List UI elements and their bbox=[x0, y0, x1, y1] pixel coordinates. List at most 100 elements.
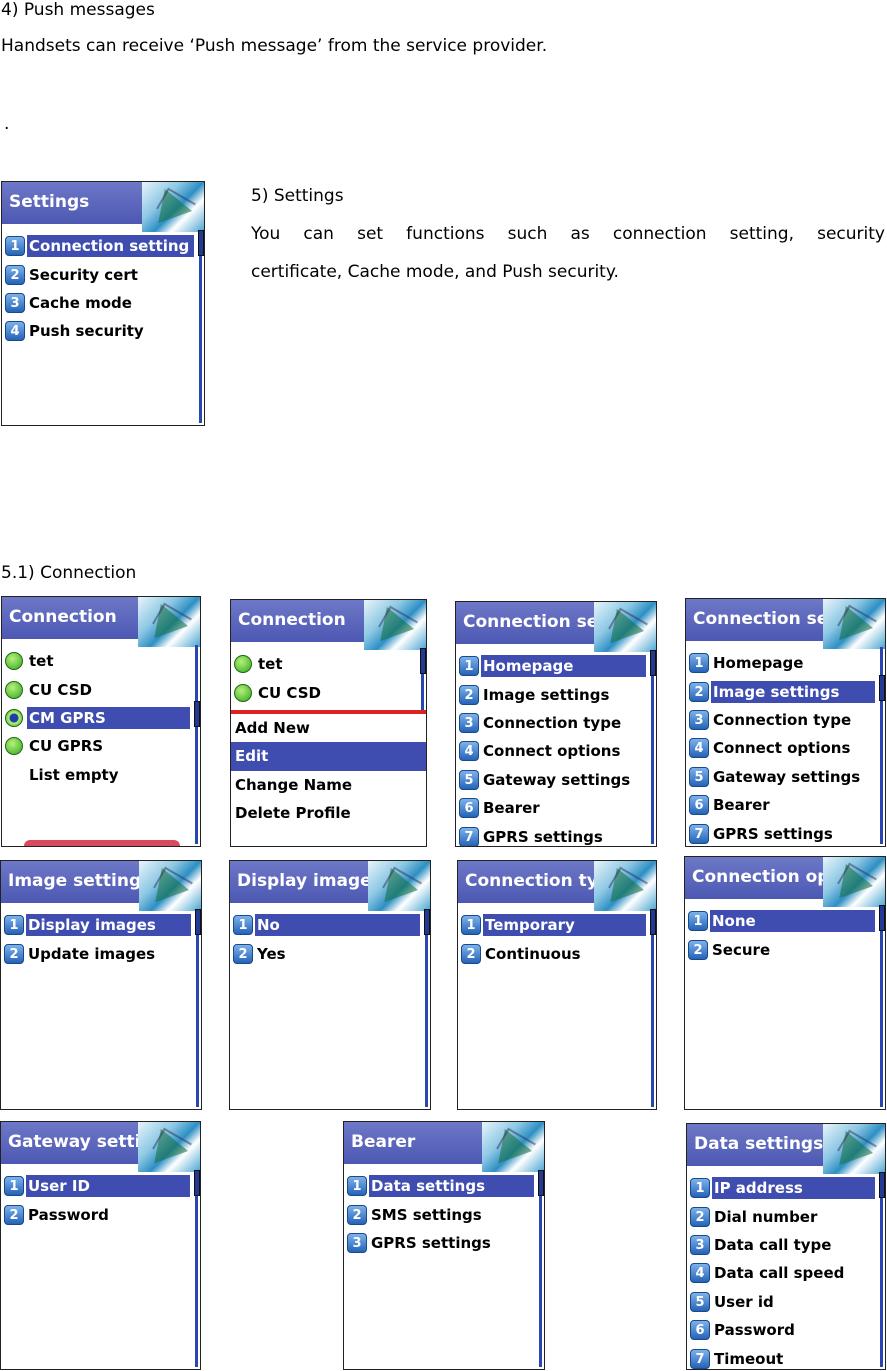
menu-item-label: Push security bbox=[29, 322, 144, 341]
menu-item-label: Bearer bbox=[483, 799, 540, 818]
menu-item[interactable]: CM GPRS bbox=[2, 704, 200, 732]
scrollbar-thumb[interactable] bbox=[879, 905, 885, 931]
scrollbar[interactable] bbox=[539, 1170, 542, 1367]
number-2-icon: 2 bbox=[690, 1206, 710, 1227]
context-menu-item[interactable]: Change Name bbox=[235, 775, 353, 794]
scrollbar-thumb[interactable] bbox=[198, 230, 204, 256]
number-2-icon: 2 bbox=[459, 684, 479, 705]
scrollbar-thumb[interactable] bbox=[194, 701, 200, 727]
scrollbar[interactable] bbox=[880, 1172, 883, 1367]
scrollbar[interactable] bbox=[425, 909, 428, 1107]
header-graphic bbox=[368, 861, 430, 911]
context-menu-item[interactable]: Add New bbox=[235, 719, 310, 737]
menu-item[interactable]: List empty bbox=[2, 761, 200, 789]
scrollbar-thumb[interactable] bbox=[420, 648, 426, 674]
scrollbar[interactable] bbox=[651, 909, 654, 1107]
menu-item-label: tet bbox=[258, 655, 283, 674]
menu-item[interactable]: tet bbox=[2, 647, 200, 675]
scrollbar-thumb[interactable] bbox=[194, 1170, 200, 1196]
scrollbar-thumb[interactable] bbox=[424, 909, 430, 935]
menu-item[interactable]: tet bbox=[231, 650, 426, 678]
scrollbar[interactable] bbox=[199, 230, 202, 423]
menu-item-label: Image settings bbox=[483, 685, 610, 704]
scrollbar[interactable] bbox=[196, 909, 199, 1107]
menu-item-label: Homepage bbox=[481, 655, 646, 678]
scrollbar[interactable] bbox=[880, 905, 883, 1107]
number-2-icon: 2 bbox=[347, 1204, 367, 1225]
menu-item[interactable]: CU CSD bbox=[231, 678, 426, 706]
number-2-icon: 2 bbox=[5, 264, 25, 285]
menu-item[interactable]: CU CSD bbox=[2, 675, 200, 703]
scrollbar-thumb[interactable] bbox=[538, 1170, 544, 1196]
scrollbar[interactable] bbox=[195, 645, 198, 844]
number-7-icon: 7 bbox=[689, 823, 709, 844]
menu-item-label: Password bbox=[714, 1321, 795, 1340]
context-menu-item[interactable]: Edit bbox=[231, 742, 426, 771]
scrollbar-thumb[interactable] bbox=[195, 909, 201, 935]
number-4-icon: 4 bbox=[690, 1263, 710, 1284]
scrollbar-thumb[interactable] bbox=[650, 909, 656, 935]
radio-icon bbox=[234, 655, 252, 674]
scrollbar[interactable] bbox=[195, 1170, 198, 1367]
menu-item-label: CU GPRS bbox=[29, 737, 104, 756]
menu-item[interactable]: CU GPRS bbox=[2, 732, 200, 760]
scrollbar[interactable] bbox=[880, 647, 883, 844]
scrollbar-thumb[interactable] bbox=[879, 1172, 885, 1198]
number-6-icon: 6 bbox=[689, 795, 709, 816]
context-menu-item[interactable]: Delete Profile bbox=[235, 804, 351, 823]
paragraph-settings-line2: certificate, Cache mode, and Push securi… bbox=[251, 262, 619, 282]
menu-item-label: None bbox=[710, 910, 875, 933]
scrollbar-thumb[interactable] bbox=[650, 650, 656, 676]
menu-item-label: Data call type bbox=[714, 1235, 832, 1254]
scrollbar-thumb[interactable] bbox=[879, 675, 885, 701]
menu-item-label: Cache mode bbox=[29, 293, 132, 312]
scrollbar[interactable] bbox=[651, 650, 654, 844]
menu-item-label: GPRS settings bbox=[371, 1233, 491, 1252]
